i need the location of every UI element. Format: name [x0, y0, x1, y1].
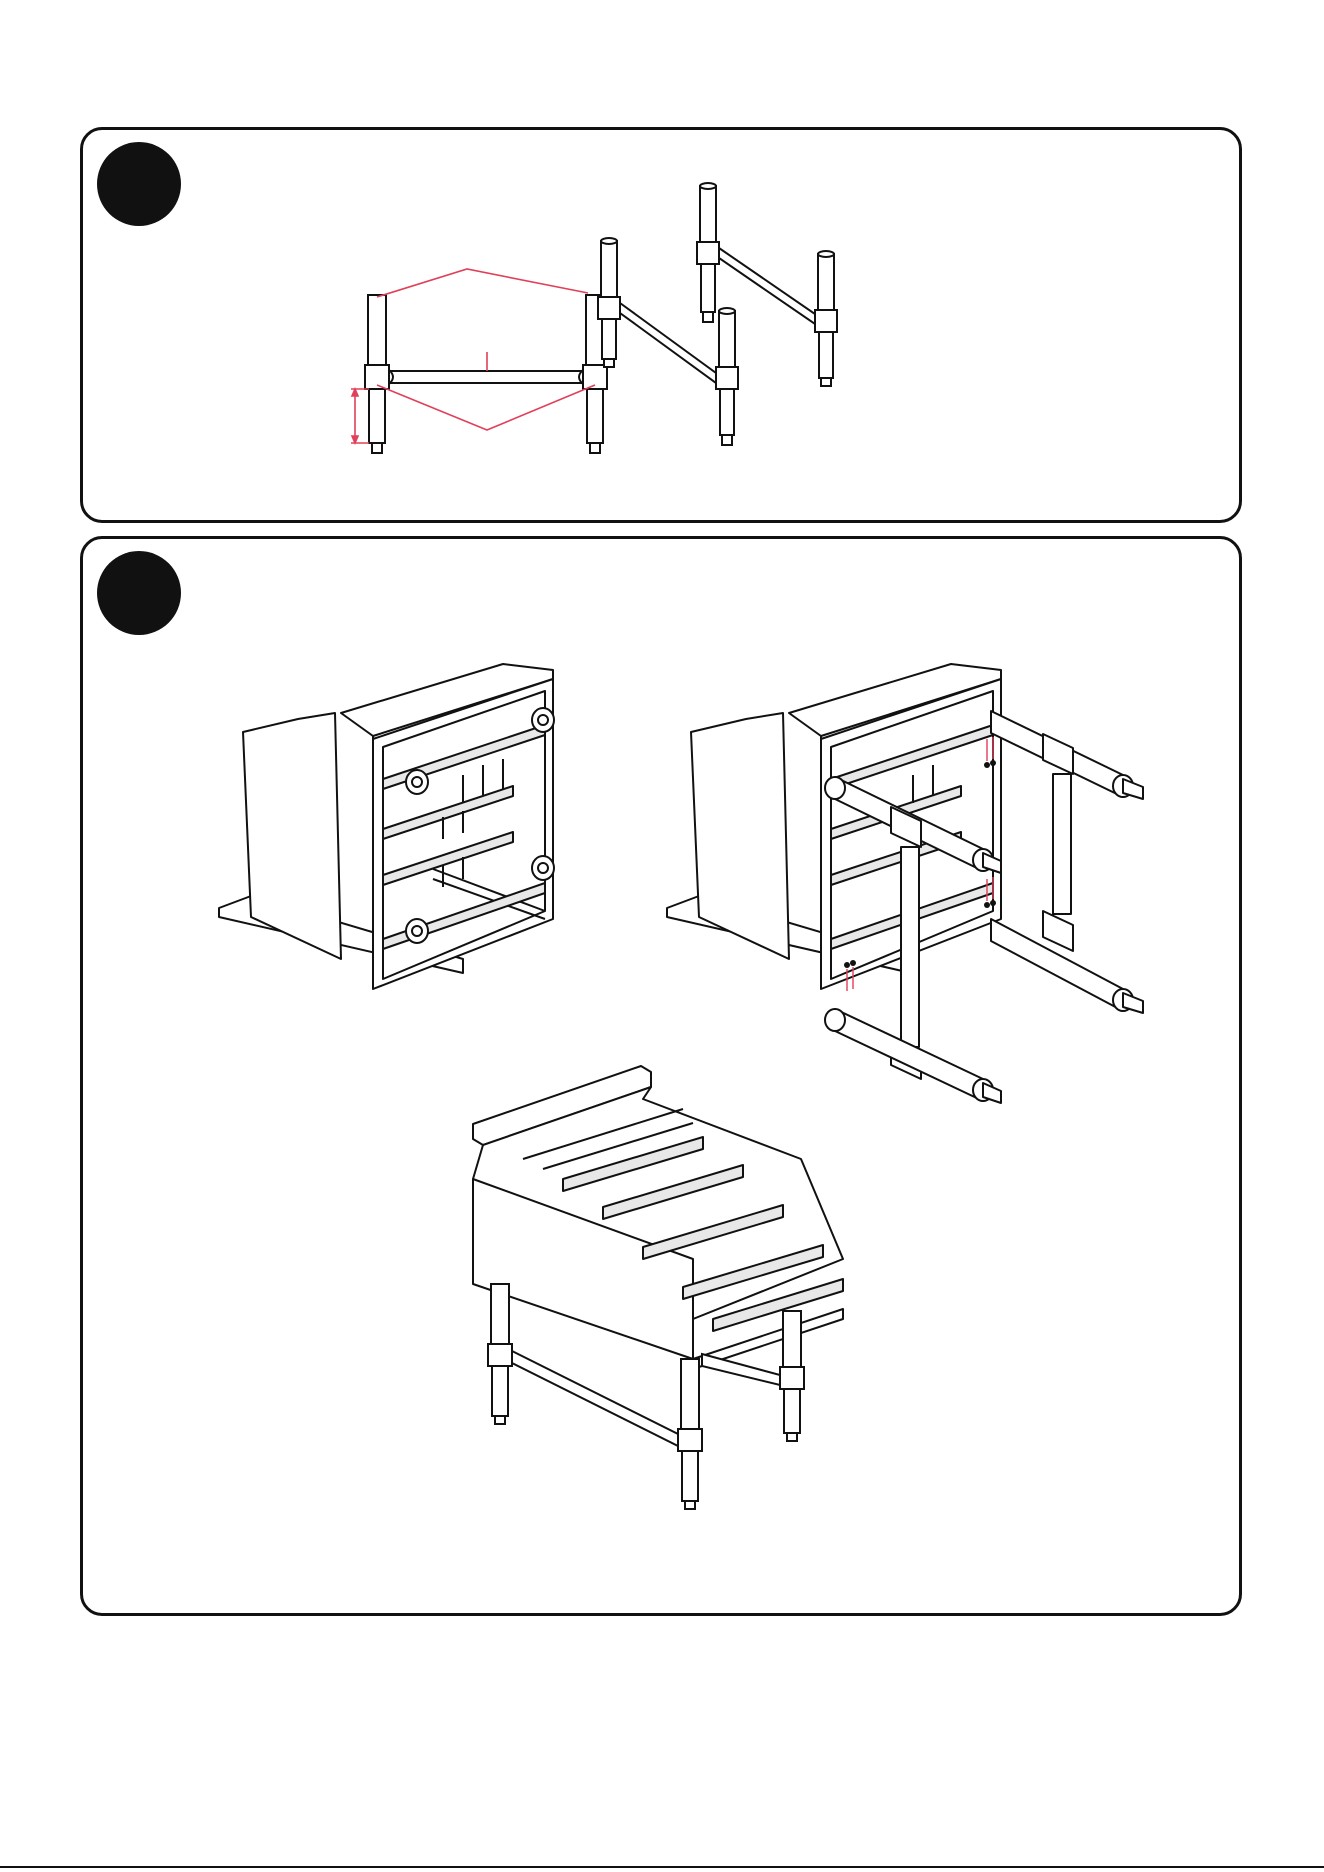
cabinet-inverted-left — [219, 664, 553, 989]
step-1-panel — [80, 127, 1242, 523]
left-lower-tube — [369, 389, 385, 443]
cabinet-assembly-scene — [83, 539, 1239, 1613]
crossbar-back — [1053, 774, 1071, 914]
left-upper-tube — [368, 295, 386, 365]
iso-front-crossbar — [620, 303, 716, 383]
joint-callout — [377, 385, 595, 430]
cross-bar — [389, 371, 583, 383]
iso-front-right-foot — [722, 435, 732, 445]
iso-back-right-upper — [818, 254, 834, 310]
upright-crossbar-front — [512, 1351, 678, 1446]
frame-front-view — [83, 130, 1239, 520]
iso-back-left-foot — [703, 312, 713, 322]
iso-front-left-joint — [598, 297, 620, 319]
iso-front-right-lower — [720, 389, 734, 435]
cabinet-inverted-right — [667, 664, 1001, 989]
iso-front-left-foot — [604, 359, 614, 367]
iso-front-right-joint — [716, 367, 738, 389]
iso-back-left-lower — [701, 264, 715, 312]
iso-back-right-foot — [821, 378, 831, 386]
height-dim-arrow-down — [352, 436, 358, 443]
right-lower-tube — [587, 389, 603, 443]
iso-back-right-lower — [819, 332, 833, 378]
page-footer-line — [0, 1866, 1324, 1868]
iso-back-left-joint — [697, 242, 719, 264]
left-foot — [372, 443, 382, 453]
height-dim-arrow-up — [352, 389, 358, 396]
iso-back-left-upper — [700, 186, 716, 242]
iso-front-right-upper — [719, 311, 735, 367]
upright-leg-back-right — [783, 1311, 801, 1367]
crossbar-front — [901, 847, 919, 1047]
upright-crossbar-side — [702, 1354, 780, 1385]
upright-leg-front-left — [491, 1284, 509, 1344]
joint-top-back — [1043, 734, 1073, 774]
iso-front-left-lower — [602, 319, 616, 359]
upper-tube-callout — [377, 269, 588, 297]
step-2-panel — [80, 536, 1242, 1616]
iso-front-left-upper — [601, 241, 617, 297]
right-foot — [590, 443, 600, 453]
joint-bottom-back — [1043, 911, 1073, 951]
iso-back-right-joint — [815, 310, 837, 332]
upright-leg-front-right — [681, 1359, 699, 1429]
